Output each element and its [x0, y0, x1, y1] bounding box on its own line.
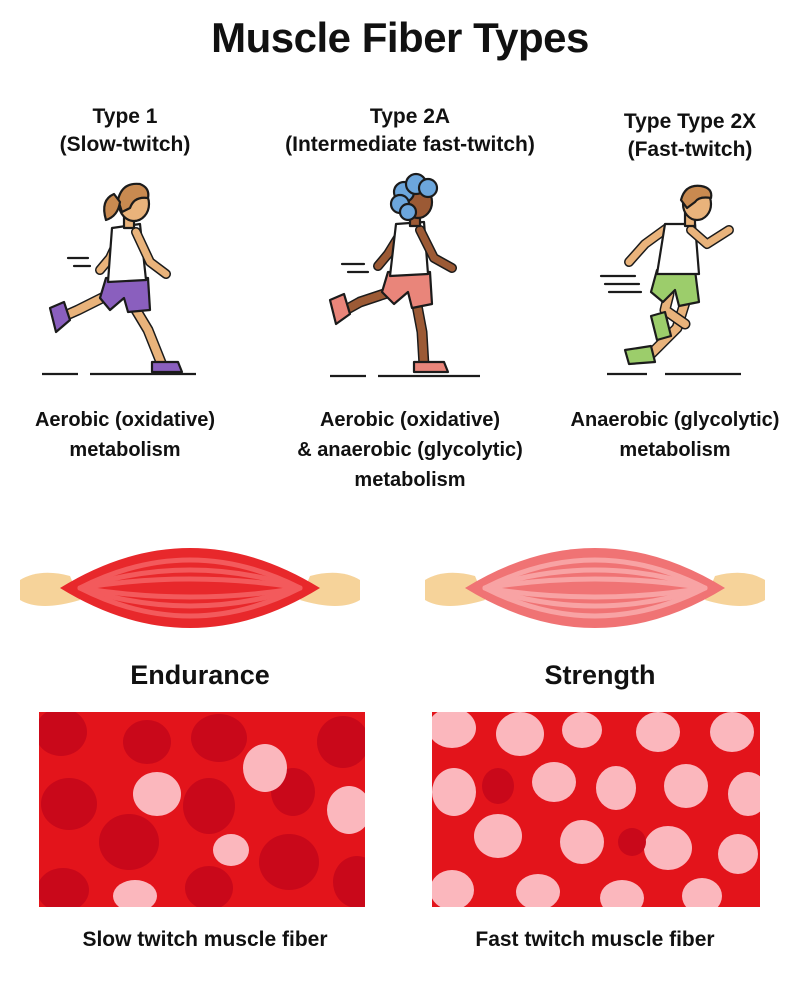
- type-2x-heading: Type Type 2X (Fast-twitch): [590, 108, 790, 164]
- metabolism-line: metabolism: [69, 439, 181, 461]
- runner-fast-icon: [599, 184, 741, 376]
- fast-twitch-cross-section: [432, 712, 760, 907]
- metabolism-line: Anaerobic (glycolytic): [570, 409, 780, 431]
- type-1-subtitle: (Slow-twitch): [59, 133, 191, 156]
- type-1-name: Type 1: [92, 105, 158, 128]
- muscle-endurance-icon: [20, 548, 360, 628]
- endurance-label: Endurance: [130, 660, 270, 690]
- metabolism-line: metabolism: [619, 439, 731, 461]
- type-2x-metabolism: Anaerobic (glycolytic) metabolism: [555, 405, 795, 465]
- strength-label: Strength: [544, 660, 656, 690]
- type-2a-name: Type 2A: [369, 105, 451, 128]
- metabolism-line: metabolism: [354, 469, 466, 491]
- type-2x-name: Type Type 2X: [623, 110, 757, 133]
- slow-twitch-caption: Slow twitch muscle fiber: [82, 928, 328, 951]
- type-2a-heading: Type 2A (Intermediate fast-twitch): [270, 103, 550, 159]
- fast-twitch-caption: Fast twitch muscle fiber: [475, 928, 715, 951]
- metabolism-line: Aerobic (oxidative): [34, 409, 216, 431]
- type-1-heading: Type 1 (Slow-twitch): [25, 103, 225, 159]
- type-2a-metabolism: Aerobic (oxidative) & anaerobic (glycoly…: [270, 405, 550, 495]
- page-title: Muscle Fiber Types: [211, 14, 589, 61]
- metabolism-line: Aerobic (oxidative): [319, 409, 501, 431]
- type-2x-subtitle: (Fast-twitch): [627, 138, 753, 161]
- slow-twitch-cross-section: [39, 712, 365, 907]
- metabolism-line: & anaerobic (glycolytic): [297, 439, 523, 461]
- type-1-metabolism: Aerobic (oxidative) metabolism: [5, 405, 245, 465]
- type-2a-subtitle: (Intermediate fast-twitch): [285, 133, 535, 156]
- muscle-strength-icon: [425, 548, 765, 628]
- runner-slow-icon: [42, 182, 196, 376]
- runner-intermediate-icon: [328, 172, 480, 378]
